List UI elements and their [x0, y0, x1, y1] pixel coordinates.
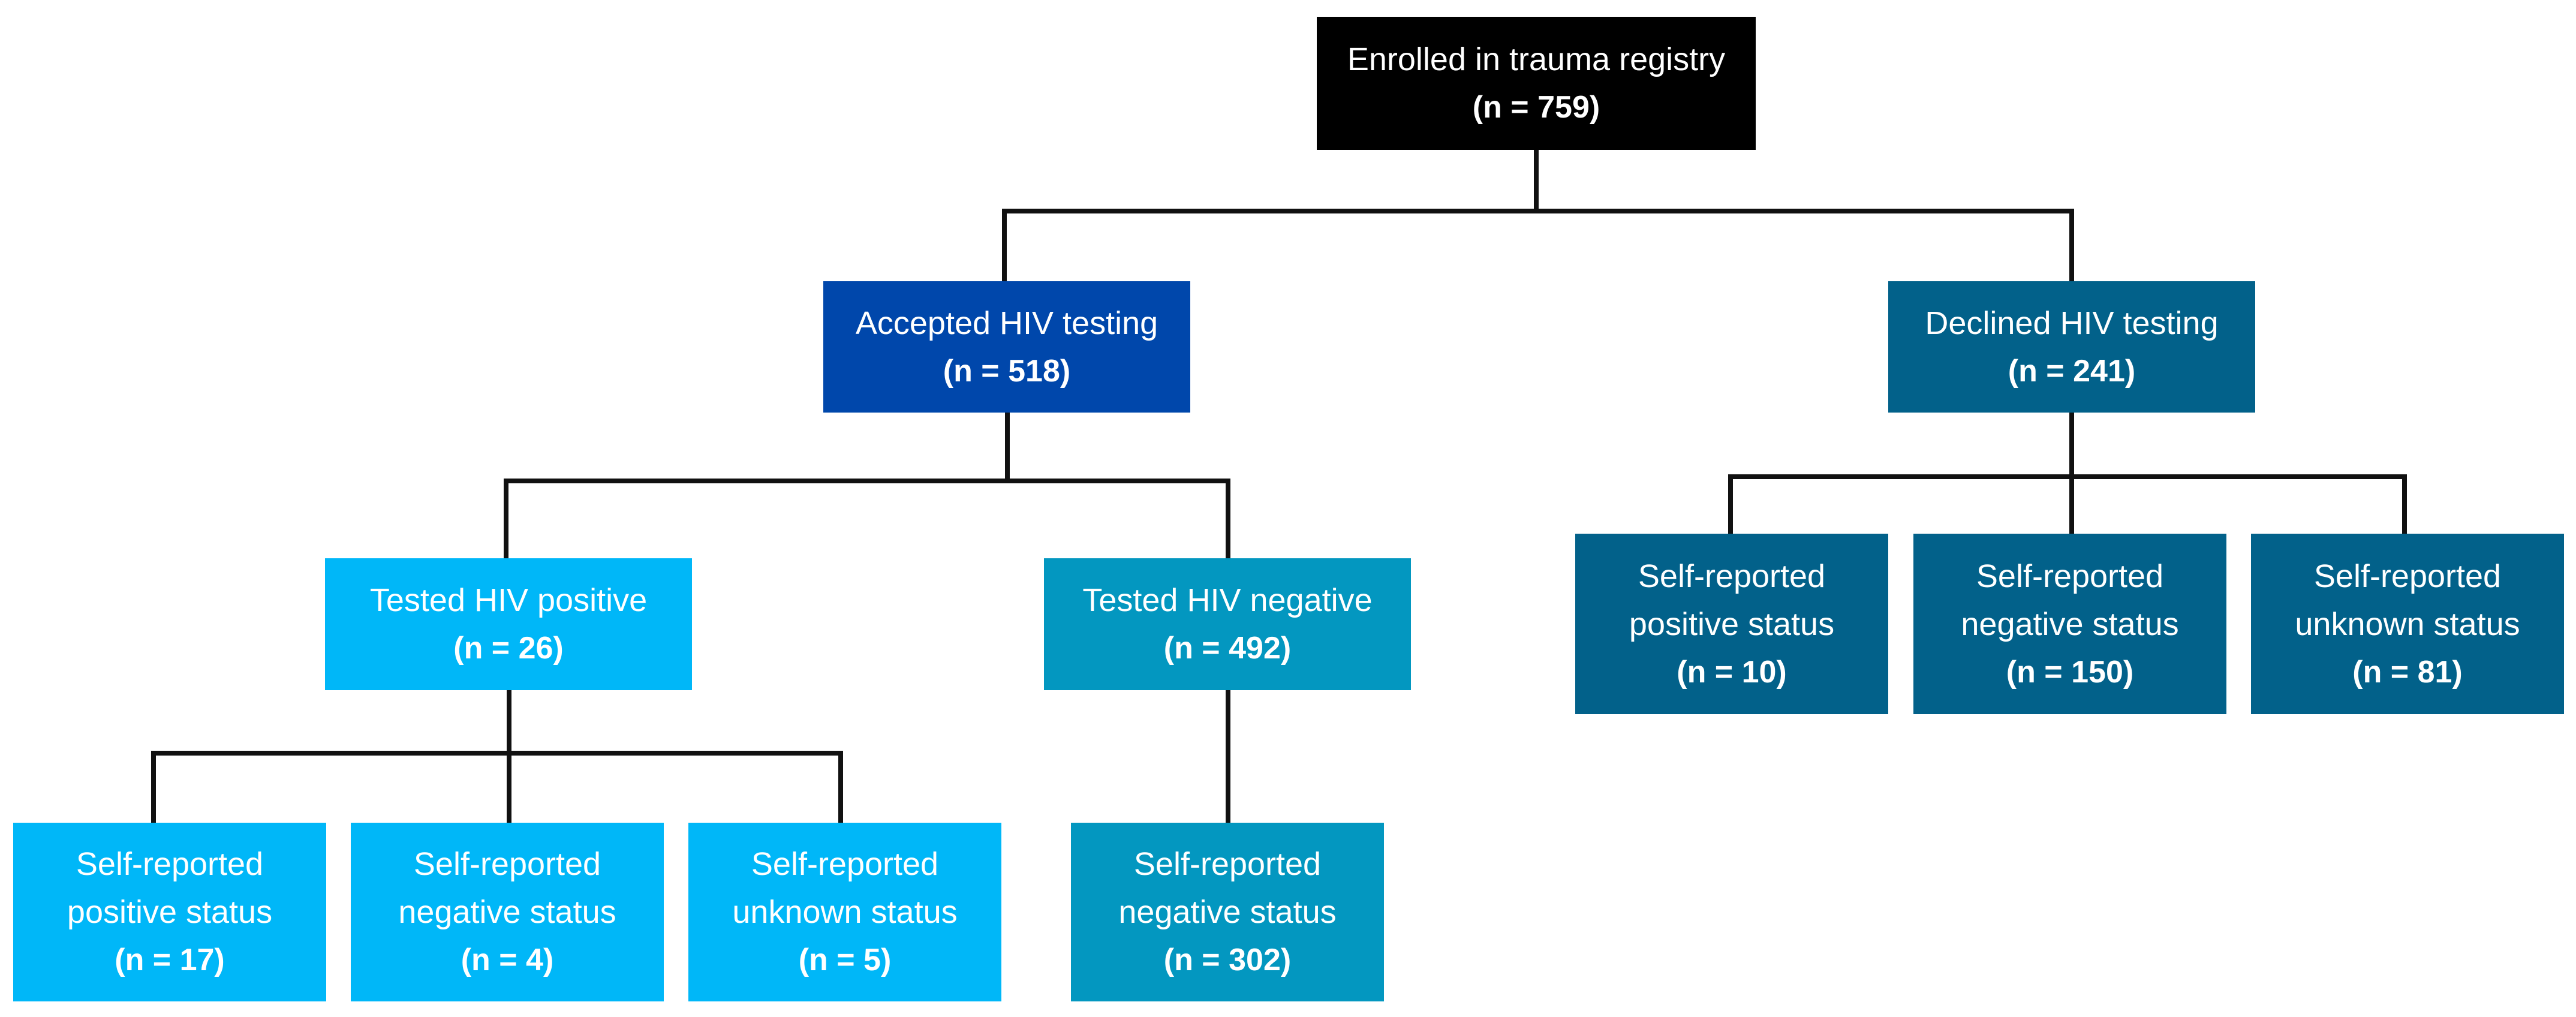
node-label: Accepted HIV testing	[855, 305, 1158, 341]
node-label: Self-reported positive status	[1629, 558, 1835, 642]
node-label: Tested HIV negative	[1082, 582, 1373, 618]
node-count: (n = 26)	[453, 631, 564, 666]
node-declined-testing: Declined HIV testing (n = 241)	[1888, 281, 2255, 413]
node-count: (n = 17)	[115, 943, 225, 977]
node-label: Self-reported negative status	[1961, 558, 2179, 642]
node-label: Declined HIV testing	[1925, 305, 2219, 341]
node-label: Self-reported negative status	[398, 846, 616, 930]
node-count: (n = 81)	[2352, 654, 2463, 690]
node-count: (n = 302)	[1163, 943, 1292, 977]
node-accepted-testing: Accepted HIV testing (n = 518)	[823, 281, 1190, 413]
node-count: (n = 5)	[798, 943, 892, 977]
node-label: Self-reported negative status	[1118, 846, 1337, 930]
node-positive-self-reported-unknown: Self-reported unknown status (n = 5)	[688, 823, 1001, 1001]
node-negative-self-reported-negative: Self-reported negative status (n = 302)	[1071, 823, 1384, 1001]
node-count: (n = 241)	[2008, 353, 2136, 389]
node-label: Self-reported positive status	[67, 846, 273, 930]
node-label: Tested HIV positive	[369, 582, 648, 618]
node-enrolled: Enrolled in trauma registry (n = 759)	[1317, 17, 1756, 150]
node-label: Self-reported unknown status	[732, 846, 958, 930]
node-declined-self-reported-unknown: Self-reported unknown status (n = 81)	[2251, 534, 2564, 714]
node-count: (n = 4)	[461, 943, 554, 977]
node-tested-negative: Tested HIV negative (n = 492)	[1044, 558, 1411, 690]
node-count: (n = 492)	[1163, 631, 1292, 666]
node-positive-self-reported-positive: Self-reported positive status (n = 17)	[13, 823, 326, 1001]
node-label: Self-reported unknown status	[2295, 558, 2520, 642]
node-label: Enrolled in trauma registry	[1347, 41, 1726, 77]
node-count: (n = 759)	[1472, 90, 1600, 125]
node-count: (n = 518)	[943, 353, 1071, 389]
node-tested-positive: Tested HIV positive (n = 26)	[325, 558, 692, 690]
node-positive-self-reported-negative: Self-reported negative status (n = 4)	[351, 823, 664, 1001]
node-declined-self-reported-positive: Self-reported positive status (n = 10)	[1575, 534, 1888, 714]
node-declined-self-reported-negative: Self-reported negative status (n = 150)	[1913, 534, 2226, 714]
node-count: (n = 150)	[2006, 654, 2134, 690]
node-count: (n = 10)	[1677, 654, 1787, 690]
